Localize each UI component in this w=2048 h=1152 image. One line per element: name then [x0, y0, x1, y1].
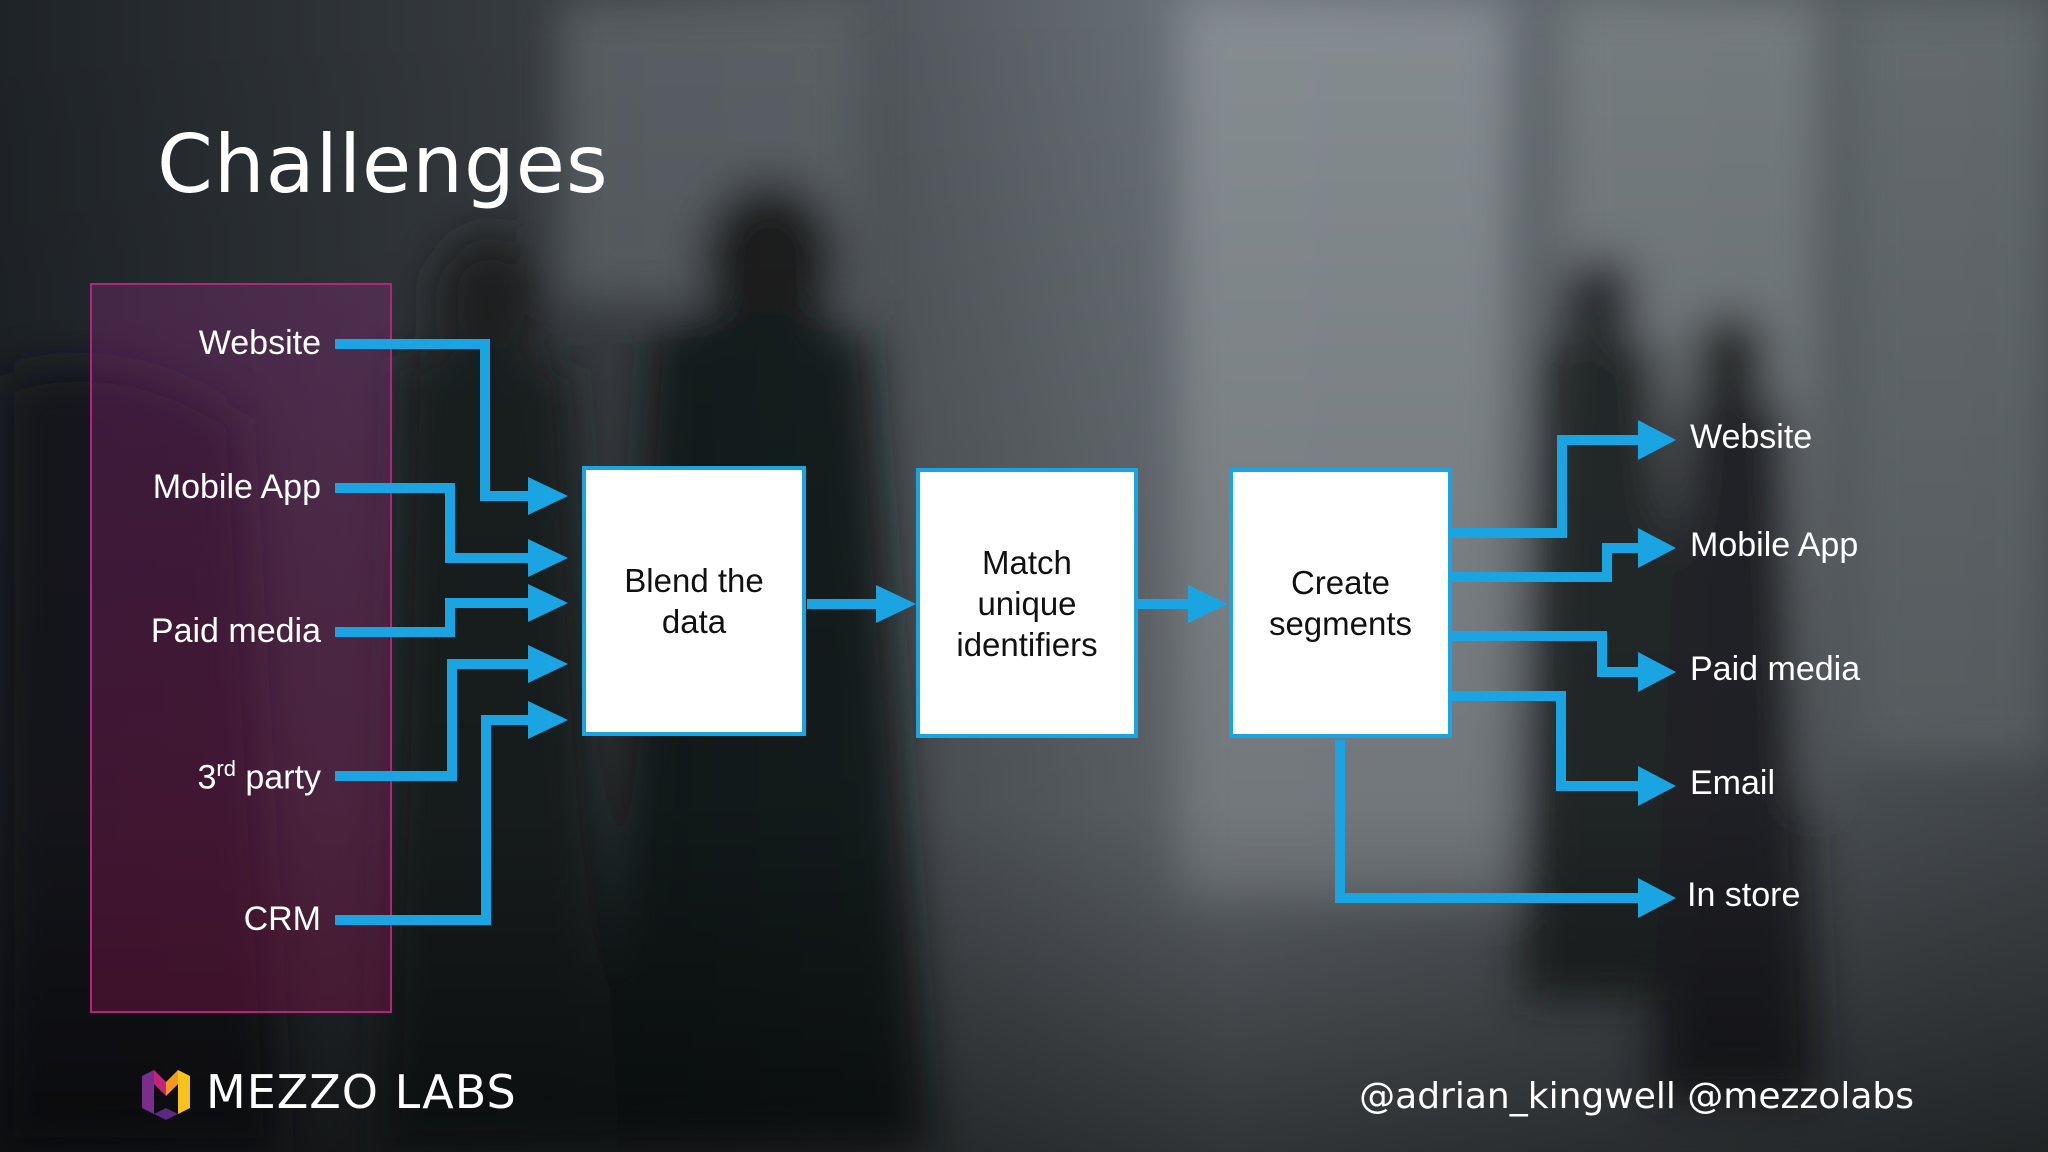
- connector-create-to-email: [1452, 691, 1640, 791]
- arrowhead-blend-4: [528, 645, 568, 683]
- connector-mobile-app-to-blend: [335, 483, 528, 563]
- step-blend-the-data: Blend the data: [582, 466, 806, 736]
- step-create-segments: Create segments: [1229, 468, 1452, 738]
- step-match-unique-identifiers: Match unique identifiers: [916, 468, 1138, 738]
- source-label-3rd-party: 3rd party: [197, 756, 321, 797]
- destination-label-in-store: In store: [1687, 876, 1801, 914]
- arrowhead-create: [1188, 585, 1228, 623]
- mezzo-labs-logo-text: MEZZO LABS: [206, 1065, 517, 1119]
- connector-create-to-mobile-app: [1452, 543, 1640, 582]
- mezzo-labs-logo: MEZZO LABS: [138, 1062, 517, 1122]
- step-blend-the-data-label: Blend the data: [624, 562, 764, 640]
- connector-3rd-party-to-blend: [335, 659, 528, 781]
- arrowhead-blend-1: [528, 477, 568, 515]
- destination-label-paid-media: Paid media: [1690, 650, 1861, 688]
- connector-website-to-blend: [335, 339, 528, 501]
- connector-crm-to-blend: [335, 715, 528, 925]
- arrowhead-blend-5: [528, 701, 568, 739]
- arrowhead-blend-2: [528, 539, 568, 577]
- destination-label-website: Website: [1690, 418, 1813, 456]
- mezzo-labs-logo-mark-icon: [142, 1070, 190, 1120]
- destination-label-mobile-app: Mobile App: [1690, 526, 1859, 564]
- destination-label-email: Email: [1690, 764, 1776, 802]
- social-handles: @adrian_kingwell @mezzolabs: [1359, 1076, 1914, 1117]
- arrowhead-paid-media: [1638, 652, 1676, 692]
- connector-create-to-in-store: [1335, 740, 1640, 903]
- source-label-website: Website: [198, 324, 321, 362]
- source-label-mobile-app: Mobile App: [152, 468, 321, 506]
- sources-panel: [90, 283, 392, 1013]
- arrowhead-mobile-app: [1638, 528, 1676, 568]
- arrowhead-email: [1638, 766, 1676, 806]
- step-match-unique-identifiers-label: Match unique identifiers: [956, 543, 1098, 663]
- connector-create-to-website: [1452, 435, 1640, 538]
- connector-paid-media-to-blend: [335, 598, 528, 637]
- arrowhead-website: [1638, 420, 1676, 460]
- step-create-segments-label: Create segments: [1268, 564, 1413, 642]
- source-label-paid-media: Paid media: [150, 612, 321, 650]
- connector-create-to-paid-media: [1452, 631, 1640, 677]
- arrowhead-match: [876, 585, 916, 623]
- arrowhead-in-store: [1638, 878, 1676, 918]
- slide-title: Challenges: [157, 118, 609, 211]
- source-label-crm: CRM: [243, 900, 321, 938]
- arrowhead-blend-3: [528, 584, 568, 622]
